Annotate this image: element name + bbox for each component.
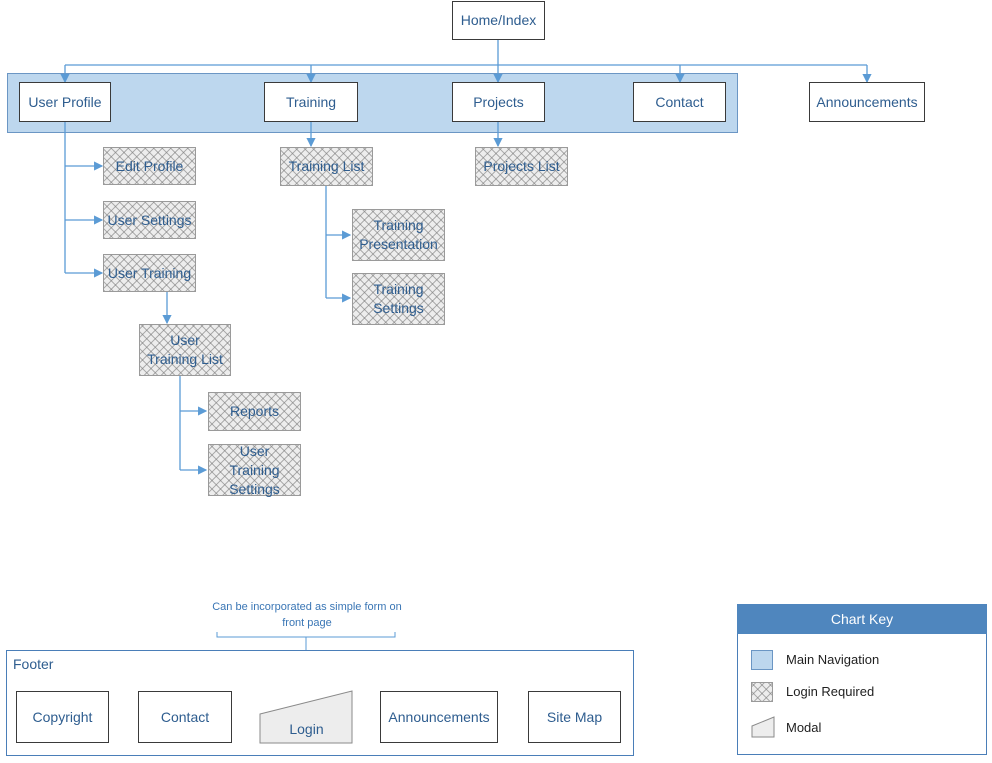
training-list-node[interactable]: Training List <box>280 147 373 186</box>
modal-swatch <box>751 716 775 738</box>
user-settings-node[interactable]: User Settings <box>103 201 196 239</box>
user-training-node[interactable]: User Training <box>103 254 196 292</box>
training-node[interactable]: Training <box>264 82 358 122</box>
login-required-swatch <box>751 682 773 702</box>
footer-title: Footer <box>13 656 54 672</box>
modal-key-label: Modal <box>786 720 822 735</box>
login-required-key-label: Login Required <box>786 684 875 699</box>
footer-announcements-node[interactable]: Announcements <box>380 691 498 743</box>
chart-key-title: Chart Key <box>737 604 987 634</box>
user-profile-node[interactable]: User Profile <box>19 82 111 122</box>
main-navigation-band <box>7 73 738 133</box>
projects-node[interactable]: Projects <box>452 82 545 122</box>
user-training-list-node[interactable]: User Training List <box>139 324 231 376</box>
contact-node[interactable]: Contact <box>633 82 726 122</box>
footer-login-label[interactable]: Login <box>289 721 324 737</box>
main-navigation-swatch <box>751 650 773 670</box>
footer-copyright-node[interactable]: Copyright <box>16 691 109 743</box>
projects-list-node[interactable]: Projects List <box>475 147 568 186</box>
main-navigation-key-label: Main Navigation <box>786 652 880 667</box>
edit-profile-node[interactable]: Edit Profile <box>103 147 196 185</box>
training-presentation-node[interactable]: Training Presentation <box>352 209 445 261</box>
training-settings-node[interactable]: Training Settings <box>352 273 445 325</box>
login-note: Can be incorporated as simple form on fr… <box>212 601 402 629</box>
reports-node[interactable]: Reports <box>208 392 301 431</box>
announcements-node[interactable]: Announcements <box>809 82 925 122</box>
footer-login-modal-shape[interactable] <box>259 690 354 744</box>
home-index-node[interactable]: Home/Index <box>452 1 545 40</box>
user-training-settings-node[interactable]: User Training Settings <box>208 443 301 497</box>
footer-site-map-node[interactable]: Site Map <box>528 691 621 743</box>
footer-contact-node[interactable]: Contact <box>138 691 232 743</box>
